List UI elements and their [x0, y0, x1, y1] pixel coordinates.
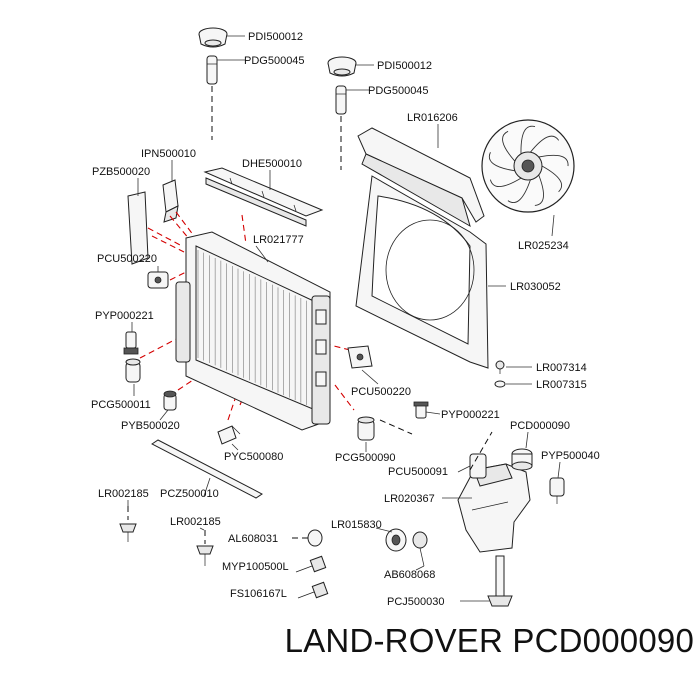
label-al608031: AL608031 — [228, 533, 278, 545]
label-pcj500030: PCJ500030 — [387, 596, 445, 608]
fan-blade — [538, 154, 569, 167]
label-pyp000221-b: PYP000221 — [441, 409, 500, 421]
footer-caption: LAND-ROVER PCD000090 — [0, 622, 694, 660]
expansion-tank-lr020367 — [457, 463, 531, 553]
label-ab608068: AB608068 — [384, 569, 435, 581]
label-pcg500011: PCG500011 — [91, 399, 151, 411]
fan-blade — [488, 152, 515, 172]
fan-blade — [530, 135, 560, 153]
fan-blade — [507, 179, 531, 204]
label-pyp500040: PYP500040 — [541, 450, 600, 462]
fan-blade — [489, 177, 522, 188]
label-lr015830: LR015830 — [331, 519, 382, 531]
label-lr030052: LR030052 — [510, 281, 561, 293]
part-number: PCD000090 — [512, 622, 694, 659]
sensor-lr007314 — [494, 360, 506, 388]
label-pcg500090: PCG500090 — [335, 452, 396, 464]
screw-lr002185-b — [196, 530, 214, 566]
grommet-pcg-left — [125, 358, 141, 383]
label-lr020367: LR020367 — [384, 493, 435, 505]
bolt-al608031 — [290, 529, 323, 547]
label-pdg500045-b: PDG500045 — [368, 85, 429, 97]
part-labels: PDI500012 PDG500045 PDI500012 PDG500045 … — [91, 31, 600, 608]
bracket-ipn — [162, 179, 179, 223]
label-pyp000221-a: PYP000221 — [95, 310, 154, 322]
label-fs106167l: FS106167L — [230, 588, 287, 600]
label-ipn500010: IPN500010 — [141, 148, 196, 160]
grommet-pyp-right — [413, 401, 429, 419]
fan-blade — [534, 174, 544, 206]
label-lr002185-b: LR002185 — [170, 516, 221, 528]
fan-blade — [520, 125, 536, 154]
cap-pcd000090 — [511, 448, 533, 471]
cooling-fan — [481, 119, 575, 213]
mount-pin-right — [335, 85, 347, 115]
drain-pipe-pcj500030 — [487, 555, 513, 607]
washer-ab608068 — [412, 531, 428, 567]
label-pyb500020: PYB500020 — [121, 420, 180, 432]
pulley-lr015830 — [385, 528, 407, 552]
lower-deflector-pcz — [151, 439, 263, 499]
label-lr007314: LR007314 — [536, 362, 587, 374]
label-pyc500080: PYC500080 — [224, 451, 283, 463]
leader-lines — [127, 35, 561, 602]
side-seal-pzb — [127, 191, 149, 265]
label-pcd000090: PCD000090 — [510, 420, 570, 432]
mount-pcu-left — [147, 271, 169, 289]
upper-mount-bushing-left — [198, 27, 228, 48]
clip-pyc — [217, 425, 241, 445]
radiator-upper-seal — [203, 167, 324, 227]
label-dhe500010: DHE500010 — [242, 158, 302, 170]
bolt-myp100500l — [295, 555, 327, 573]
label-lr016206: LR016206 — [407, 112, 458, 124]
fan-shroud-upper — [357, 127, 485, 228]
label-pdg500045-a: PDG500045 — [244, 55, 305, 67]
label-pcu500220-a: PCU500220 — [97, 253, 157, 265]
grommet-pcg-right — [357, 416, 375, 441]
label-lr021777: LR021777 — [253, 234, 304, 246]
grommet-pyp-left — [123, 331, 139, 355]
screw-lr002185-a — [119, 506, 137, 542]
label-lr002185-a: LR002185 — [98, 488, 149, 500]
brand-name: LAND-ROVER — [284, 622, 504, 659]
label-pcu500220-b: PCU500220 — [351, 386, 411, 398]
radiator-core — [175, 231, 331, 431]
label-pcz500010: PCZ500010 — [160, 488, 219, 500]
fan-shroud — [355, 175, 489, 369]
fan-blade — [541, 165, 563, 193]
label-pzb500020: PZB500020 — [92, 166, 150, 178]
mount-pin-left — [206, 55, 218, 85]
grommet-pyb — [163, 390, 177, 411]
bolt-fs106167l — [297, 581, 329, 599]
label-myp100500l: MYP100500L — [222, 561, 289, 573]
label-pdi500012-a: PDI500012 — [248, 31, 303, 43]
label-lr025234: LR025234 — [518, 240, 569, 252]
fan-blade — [502, 130, 516, 162]
grommet-pyp500040 — [549, 477, 565, 504]
label-pcu500091: PCU500091 — [388, 466, 448, 478]
upper-mount-bushing-right — [327, 56, 357, 77]
mount-pcu-right — [347, 345, 373, 369]
label-lr007315: LR007315 — [536, 379, 587, 391]
label-pdi500012-b: PDI500012 — [377, 60, 432, 72]
